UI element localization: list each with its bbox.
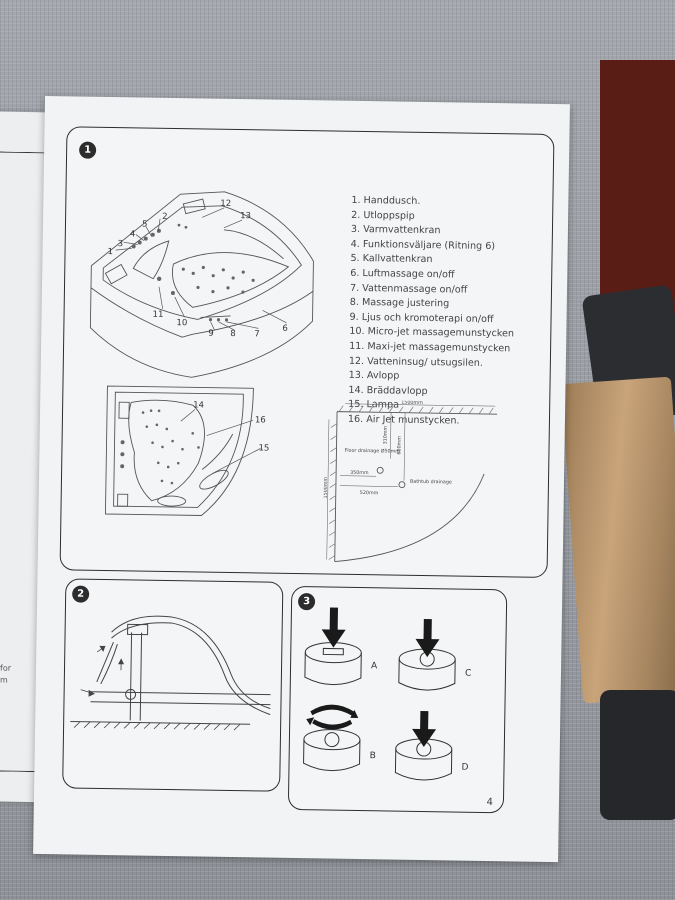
step-label-a: A xyxy=(371,661,378,671)
callout-15: 15 xyxy=(258,443,269,453)
dim-width: 1500mm xyxy=(401,400,423,406)
left-page-text: for xyxy=(0,663,11,673)
drain-assembly-steps-diagram: A B C D xyxy=(303,607,471,781)
callout-11: 11 xyxy=(152,310,163,320)
dim-b: 600mm xyxy=(396,436,402,455)
dim-c: 350mm xyxy=(350,470,369,476)
callout-5: 5 xyxy=(142,220,148,230)
faucet-installation-diagram xyxy=(70,615,271,731)
dark-cloth-lower xyxy=(600,690,675,820)
dim-d: 520mm xyxy=(360,490,379,496)
panel-faucet: 2 xyxy=(62,578,284,792)
panel-drain-steps: 3 xyxy=(287,585,508,814)
callout-3: 3 xyxy=(118,239,124,249)
dim-height: 1500mm xyxy=(323,477,329,499)
section-badge-2: 2 xyxy=(72,585,90,603)
callout-2: 2 xyxy=(162,212,168,222)
dim-a: 310mm xyxy=(383,426,389,445)
callout-4: 4 xyxy=(130,229,136,239)
bathtub-plan-diagram: 14 15 16 xyxy=(104,385,269,516)
panel-overview: 1 xyxy=(59,126,555,578)
page-number: 4 xyxy=(486,797,494,809)
callout-13: 13 xyxy=(240,211,251,221)
callout-9: 9 xyxy=(208,329,214,339)
manual-page: 1 xyxy=(33,96,570,863)
parts-legend: 1. Handdusch. 2. Utloppspip 3. Varmvatte… xyxy=(348,194,516,430)
background-wall xyxy=(600,60,675,320)
section-badge-1: 1 xyxy=(79,141,97,159)
callout-6: 6 xyxy=(282,324,288,334)
step-label-c: C xyxy=(465,669,471,679)
callout-1: 1 xyxy=(107,247,113,257)
callout-16: 16 xyxy=(255,415,266,425)
installation-dimension-diagram: 1500mm 1500mm 310mm 600mm 350mm 520mm Fl… xyxy=(323,400,498,563)
bathtub-drainage-label: Bathtub drainage xyxy=(410,479,452,486)
step-label-b: B xyxy=(370,751,376,761)
left-page-text: m xyxy=(0,675,8,685)
callout-7: 7 xyxy=(254,329,260,339)
bathtub-perspective-diagram: 1 2 3 4 5 6 7 8 9 10 11 12 13 xyxy=(89,191,314,378)
callout-10: 10 xyxy=(176,318,187,328)
callout-14: 14 xyxy=(193,400,204,410)
floor-drainage-label: Floor drainage Ø50mm xyxy=(344,447,400,455)
step-label-d: D xyxy=(461,763,468,773)
callout-12: 12 xyxy=(220,199,231,209)
callout-8: 8 xyxy=(230,329,236,339)
